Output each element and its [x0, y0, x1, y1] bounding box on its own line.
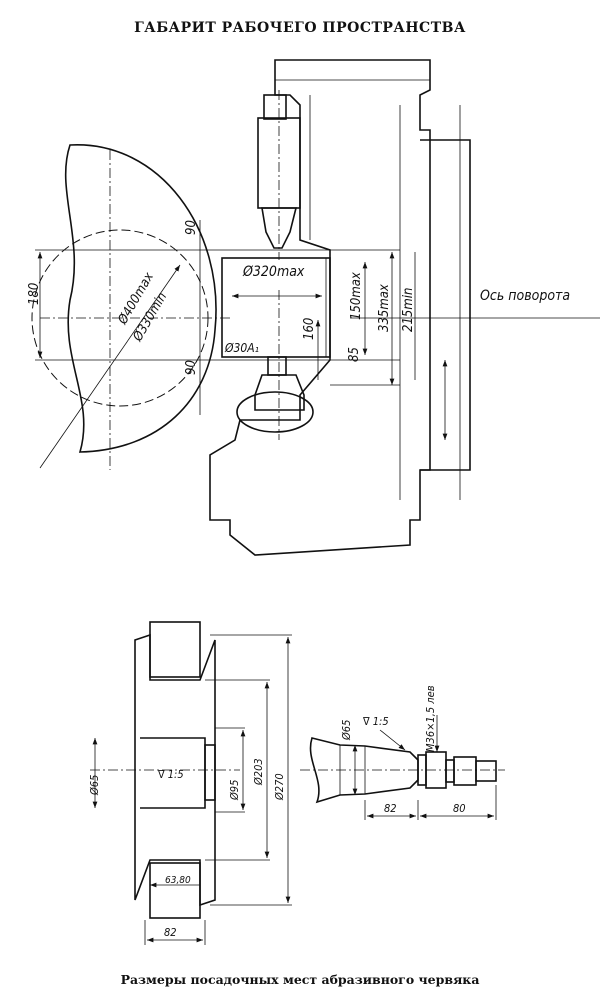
dim-150: 150max: [349, 271, 364, 320]
dim-160: 160: [302, 318, 317, 340]
figure-caption: Размеры посадочных мест абразивного черв…: [120, 972, 480, 987]
shaft-dim-82: 82: [384, 802, 397, 815]
dim-d30: Ø30A₁: [224, 341, 259, 355]
dim-180: 180: [27, 283, 42, 305]
wheel-dim-6380: 63,80: [165, 875, 191, 886]
shaft-dim-d65: Ø65: [340, 720, 353, 741]
shaft-dim-80: 80: [453, 802, 466, 815]
shaft-dim-thread: M36×1,5 лев: [424, 685, 437, 752]
dim-215: 215min: [401, 288, 416, 332]
wheel-dim-d270: Ø270: [273, 773, 286, 801]
wheel-dim-d65: Ø65: [88, 775, 101, 796]
wheel-dim-d95: Ø95: [228, 780, 241, 801]
dim-90-top: 90: [184, 220, 199, 235]
spindle-shaft: [300, 715, 505, 820]
page-title: ГАБАРИТ РАБОЧЕГО ПРОСТРАНСТВА: [134, 20, 466, 36]
dim-d320: Ø320max: [242, 264, 305, 280]
wheel-dim-d203: Ø203: [252, 758, 265, 786]
shaft-dim-taper: ∇ 1:5: [362, 715, 389, 728]
wheel-dim-82: 82: [164, 926, 177, 939]
abrasive-wheel-section: [90, 621, 292, 945]
dim-85: 85: [347, 347, 362, 362]
dim-335: 335max: [377, 283, 392, 332]
wheel-dim-taper: ∇ 1:5: [157, 768, 184, 781]
dim-90-bottom: 90: [184, 360, 199, 375]
machine-outline: [31, 59, 600, 556]
rotation-axis-label: Ось поворота: [480, 288, 570, 304]
